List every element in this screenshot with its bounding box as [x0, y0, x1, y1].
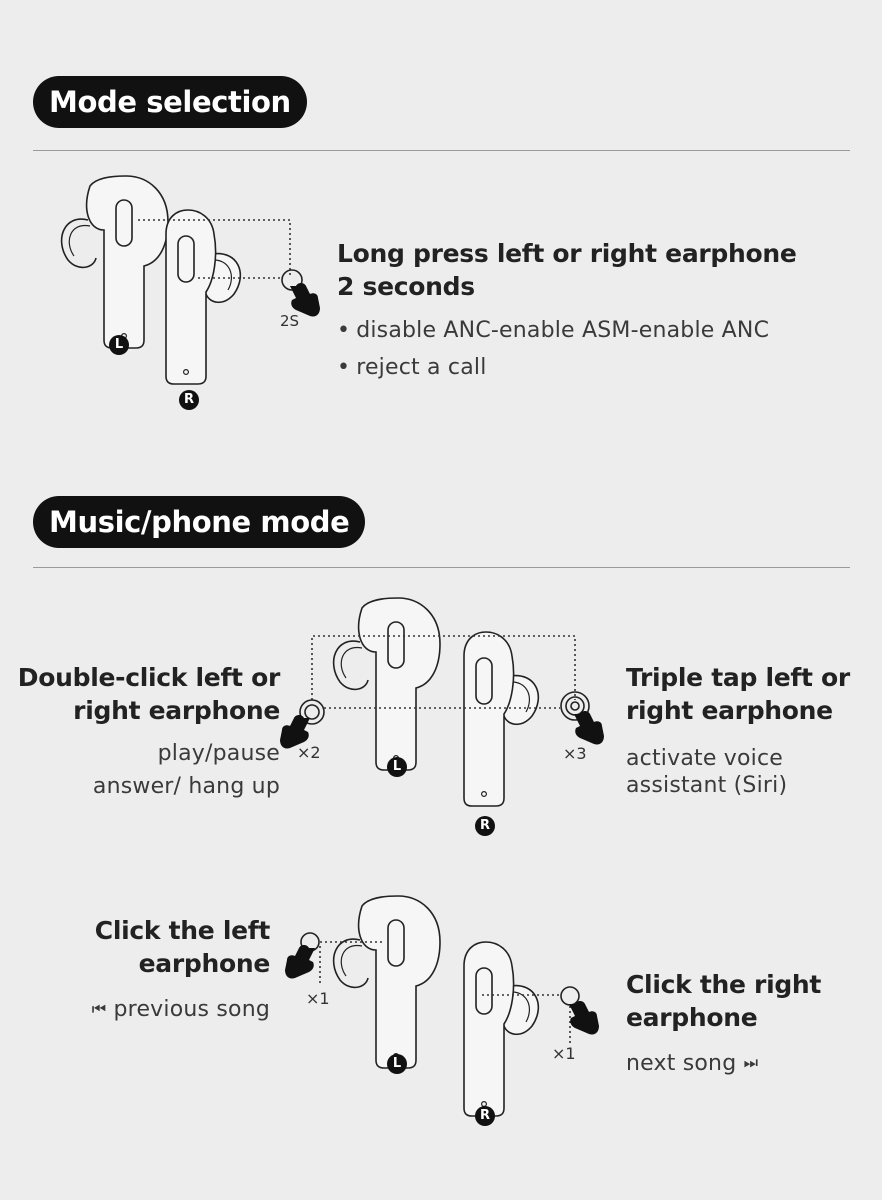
long-press-bullet-2: reject a call	[337, 354, 487, 382]
click-right-count: ×1	[552, 1044, 576, 1063]
badge-letter-left: L	[392, 759, 402, 774]
long-press-title-line1: Long press left or right earphone	[337, 239, 797, 268]
double-click-count: ×2	[297, 743, 321, 762]
long-press-bullet-1: disable ANC-enable ASM-enable ANC	[337, 317, 769, 345]
click-left-title-line1: Click the left	[94, 916, 271, 945]
badge-letter-right: R	[479, 1108, 490, 1123]
triple-tap-title-line2: right earphone	[626, 696, 833, 725]
badge-letter-left: L	[392, 1056, 402, 1071]
click-right-title-line2: earphone	[626, 1003, 758, 1032]
badge-letter-right: R	[183, 392, 194, 407]
double-click-title-line2: right earphone	[73, 696, 280, 725]
right-earbud-badge	[179, 390, 199, 410]
double-click-desc-line2: answer/ hang up	[92, 774, 280, 799]
previous-track-icon: ⏮	[91, 999, 107, 1018]
section-header-mode-selection: Mode selection	[33, 76, 307, 128]
press-duration-label: 2S	[280, 312, 300, 330]
long-press-title-line2: 2 seconds	[337, 272, 475, 301]
double-click-desc-line1: play/pause	[157, 741, 280, 766]
divider	[33, 567, 850, 568]
next-track-icon: ⏭	[743, 1053, 759, 1072]
click-right-desc: next song ⏭	[626, 1051, 759, 1076]
triple-tap-title-line1: Triple tap left or	[626, 663, 850, 692]
triple-tap-count: ×3	[563, 744, 587, 763]
triple-tap-desc-line1: activate voice	[626, 746, 783, 771]
click-left-desc: ⏮ previous song	[91, 997, 270, 1022]
click-left-count: ×1	[306, 989, 330, 1008]
left-earbud-badge	[109, 335, 129, 355]
triple-tap-desc-line2: assistant (Siri)	[626, 773, 788, 798]
double-click-title-line1: Double-click left or	[17, 663, 281, 692]
divider	[33, 150, 850, 151]
badge-letter-right: R	[479, 818, 490, 833]
click-left-title-line2: earphone	[138, 949, 271, 978]
section-header-music-phone: Music/phone mode	[33, 496, 366, 548]
badge-letter-left: L	[114, 337, 124, 352]
click-right-title-line1: Click the right	[626, 970, 822, 999]
